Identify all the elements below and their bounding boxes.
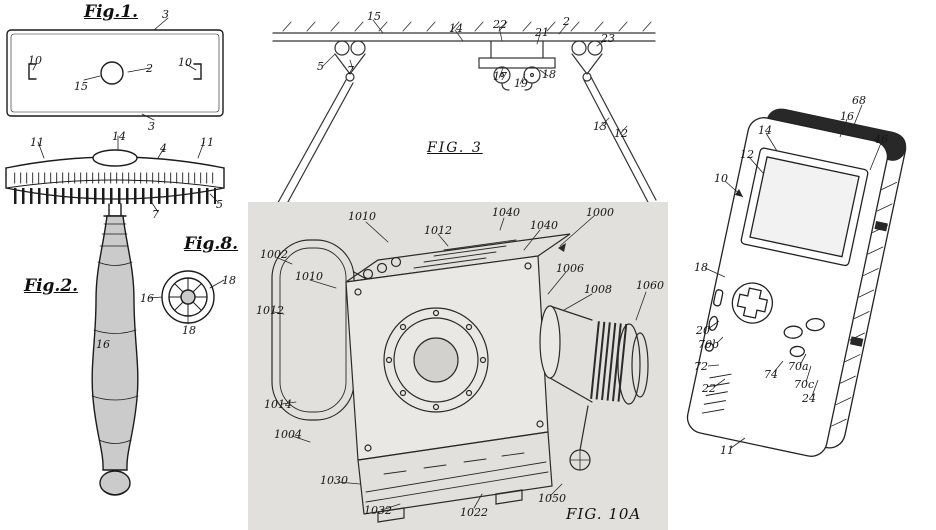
action-buttons-drawing — [783, 317, 825, 358]
handheld-leader-lines — [704, 104, 882, 449]
side-controls-drawing — [704, 289, 724, 352]
focus-knob-drawing — [569, 449, 591, 471]
lens-drawing — [539, 305, 649, 451]
pulley-assembly-drawing — [478, 40, 556, 91]
blade-drawing — [6, 17, 224, 121]
base-plate-drawing — [357, 431, 553, 523]
trolley-hanger-left — [334, 40, 366, 82]
end-cap-drawing — [149, 270, 225, 325]
fig1-caption: Fig.1. — [84, 2, 139, 22]
razor-handle-drawing — [91, 203, 139, 496]
side-buttons-drawing — [849, 220, 888, 347]
trolley-hanger-right — [571, 40, 603, 82]
fig10a-caption: FIG. 10A — [566, 505, 642, 523]
support-legs-drawing — [274, 76, 657, 212]
dpad-drawing — [731, 282, 774, 324]
fig2-caption: Fig.2. — [24, 276, 79, 296]
handheld-drawing — [686, 104, 907, 457]
ceiling-rail-drawing — [272, 21, 656, 42]
razor-drawing — [5, 17, 225, 496]
camera-body-drawing — [345, 255, 549, 461]
camera-drawing — [271, 215, 649, 523]
trolley-drawing — [272, 19, 657, 212]
fig3-caption: FIG. 3 — [427, 140, 483, 156]
speaker-grille-drawing — [701, 373, 732, 414]
fig8-caption: Fig.8. — [184, 234, 239, 254]
device-screen-drawing — [740, 147, 869, 267]
razor-head-drawing — [5, 135, 225, 213]
